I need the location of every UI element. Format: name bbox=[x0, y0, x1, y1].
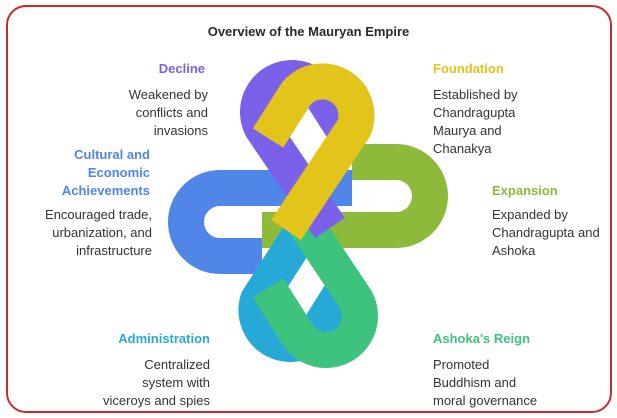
cultural-label-line: Economic bbox=[87, 165, 150, 180]
expansion-label: Expansion bbox=[492, 183, 558, 198]
reign-line: Buddhism and bbox=[433, 375, 517, 390]
foundation-loop bbox=[252, 63, 375, 240]
expansion-line: Ashoka bbox=[492, 243, 536, 258]
cultural-line: Encouraged trade, bbox=[45, 207, 152, 222]
cultural-line: infrastructure bbox=[76, 243, 152, 258]
cultural-loop bbox=[168, 170, 352, 274]
expansion-loop bbox=[262, 144, 448, 248]
cultural-label: Cultural and Economic Achievements bbox=[40, 146, 150, 200]
administration-line: viceroys and spies bbox=[103, 393, 210, 408]
administration-description: Centralized system with viceroys and spi… bbox=[80, 356, 210, 410]
reign-loop bbox=[252, 200, 378, 368]
foundation-line: Chandragupta bbox=[433, 105, 516, 120]
administration-label: Administration bbox=[118, 331, 210, 346]
reign-line: Promoted bbox=[433, 357, 490, 372]
decline-line: Weakened by bbox=[128, 87, 208, 102]
expansion-line: Expanded by bbox=[492, 207, 568, 222]
foundation-line: Established by bbox=[433, 87, 518, 102]
cultural-label-line: Cultural and bbox=[74, 147, 150, 162]
diagram-title: Overview of the Mauryan Empire bbox=[207, 24, 410, 39]
foundation-line: Chanakya bbox=[433, 141, 492, 156]
decline-line: invasions bbox=[153, 123, 208, 138]
administration-line: system with bbox=[142, 375, 210, 390]
foundation-description: Established by Chandragupta Maurya and C… bbox=[433, 86, 583, 158]
administration-line: Centralized bbox=[144, 357, 210, 372]
reign-line: moral governance bbox=[433, 393, 538, 408]
foundation-line: Maurya and bbox=[433, 123, 502, 138]
decline-label: Decline bbox=[158, 61, 205, 76]
decline-line: conflicts and bbox=[135, 105, 208, 120]
reign-label: Ashoka's Reign bbox=[433, 331, 531, 346]
foundation-label: Foundation bbox=[433, 61, 504, 76]
cultural-label-line: Achievements bbox=[61, 183, 150, 198]
expansion-line: Chandragupta and bbox=[492, 225, 600, 240]
reign-description: Promoted Buddhism and moral governance bbox=[433, 356, 583, 410]
decline-description: Weakened by conflicts and invasions bbox=[60, 86, 208, 140]
cultural-description: Encouraged trade, urbanization, and infr… bbox=[16, 206, 152, 260]
expansion-description: Expanded by Chandragupta and Ashoka bbox=[492, 206, 610, 260]
cultural-line: urbanization, and bbox=[52, 225, 152, 240]
